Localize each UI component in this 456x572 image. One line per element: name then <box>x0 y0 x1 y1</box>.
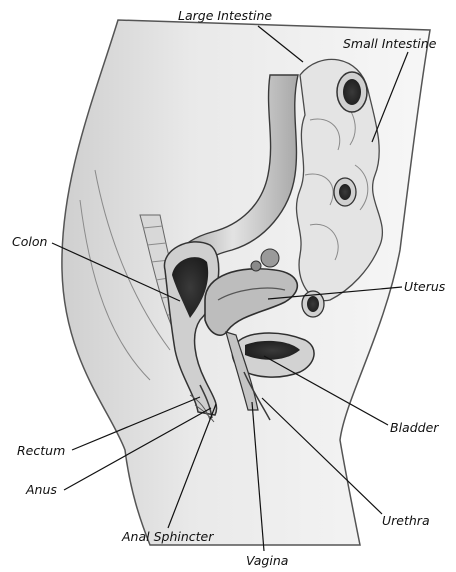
label-anus: Anus <box>25 482 57 497</box>
label-rectum: Rectum <box>17 443 65 458</box>
label-urethra: Urethra <box>382 513 430 528</box>
label-anal-sphincter: Anal Sphincter <box>121 529 214 544</box>
label-small-intestine: Small Intestine <box>343 36 437 51</box>
label-vagina: Vagina <box>246 553 288 568</box>
label-large-intestine: Large Intestine <box>178 8 272 23</box>
label-uterus: Uterus <box>404 279 446 294</box>
label-bladder: Bladder <box>390 420 439 435</box>
label-colon: Colon <box>12 234 47 249</box>
